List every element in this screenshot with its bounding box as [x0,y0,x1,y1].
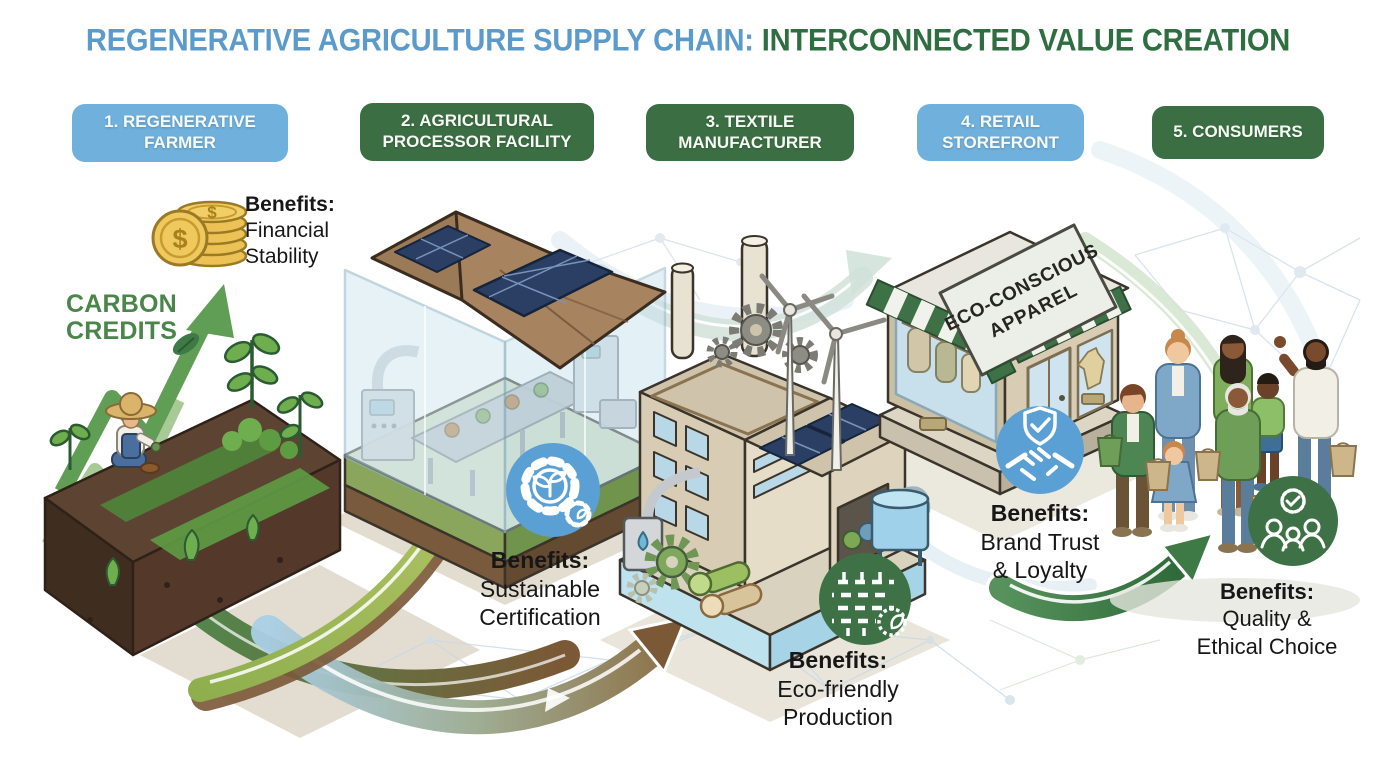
arrowhead-brown [627,615,689,675]
benefit-heading: Benefits: [490,547,590,573]
storefront-sign: ECO-CONSCIOUS APPAREL [938,223,1118,385]
hanging-clothes [907,327,981,431]
farm-scene [43,333,342,657]
carbon-credits-line2: CREDITS [66,317,178,345]
factory-roof-gears [706,303,818,373]
benefit-circle-consumers [1248,476,1338,566]
wind-turbines [759,273,887,471]
benefit-line: Production [783,704,893,731]
benefit-line: & Loyalty [992,557,1088,584]
water-tank [870,486,931,566]
tshirt-display [1077,347,1105,390]
benefit-heading: Benefits: [1219,579,1315,604]
consumers-scene [1096,329,1360,622]
benefit-line: Quality & [1222,606,1312,632]
benefit-line: Certification [479,604,601,631]
benefit-processor: Benefits: Sustainable Certification [425,546,655,632]
solar-panel-large [472,248,614,318]
fabric-rolls [687,561,763,619]
stage-pill-retail: 4. RETAIL STOREFRONT [917,104,1084,161]
arrowhead-pale [846,250,892,296]
benefit-circle-processor [506,443,600,537]
benefit-line: Financial [245,219,330,243]
stage-label: 2. AGRICULTURAL PROCESSOR FACILITY [382,111,572,151]
coin-dollar-front: $ [172,224,187,254]
arrowhead-green [1159,530,1216,586]
stage-pill-processor: 2. AGRICULTURAL PROCESSOR FACILITY [360,103,594,161]
stage-label: 4. RETAIL STOREFRONT [942,111,1059,152]
stage-label: 5. CONSUMERS [1173,122,1303,142]
benefit-line: Sustainable [479,575,601,602]
family-check-icon [1260,488,1326,552]
benefit-line: Eco-friendly [777,675,899,702]
benefit-line: Ethical Choice [1196,633,1338,659]
benefit-retail: Benefits: Brand Trust & Loyalty [925,499,1155,585]
benefit-heading: Benefits: [990,500,1090,526]
storefront-scene: ECO-CONSCIOUS APPAREL [865,223,1132,496]
flow-arc-to-factory [251,615,689,735]
title-part-blue: REGENERATIVE AGRICULTURE SUPPLY CHAIN: [85,23,762,58]
benefit-line: Brand Trust [980,528,1100,555]
carbon-credits-line1: CARBON [66,290,177,318]
benefit-heading: Benefits: [788,647,888,673]
woven-fabric-leaf-icon [832,572,907,637]
flow-arrow-to-consumers [985,530,1216,625]
benefit-circle-manufacturer [819,553,911,645]
gear-leaf-icon [520,456,592,528]
benefit-circle-retail [996,406,1084,494]
benefit-consumers: Benefits: Quality & Ethical Choice [1152,578,1376,660]
carbon-credits-label: CARBON CREDITS [66,291,177,345]
consumer-man-jacket [1111,384,1155,537]
factory-green-gear [626,534,700,604]
benefit-manufacturer: Benefits: Eco-friendly Production [723,646,953,732]
shield-check-handshake-icon [1005,406,1075,481]
consumer-elderly [1215,383,1261,553]
farmer-figure [105,392,162,474]
benefit-line: Stability [245,245,319,269]
title-part-green: INTERCONNECTED VALUE CREATION [761,23,1291,58]
benefit-farmer: Benefits: Financial Stability [245,192,385,270]
page-title: REGENERATIVE AGRICULTURE SUPPLY CHAIN: I… [21,23,1356,58]
network-graph-consumer [989,619,1161,691]
stage-label: 3. TEXTILE MANUFACTURER [678,111,822,152]
stage-label: 1. REGENERATIVE FARMER [104,112,256,152]
stage-pill-farmer: 1. REGENERATIVE FARMER [72,104,288,162]
stage-pill-manufacturer: 3. TEXTILE MANUFACTURER [646,104,854,161]
greenhouse-scene [343,210,667,590]
benefit-heading: Benefits: [245,193,335,216]
coin-stack-icon: $ $ [151,200,248,268]
stage-pill-consumers: 5. CONSUMERS [1152,106,1324,159]
solar-panel-small [394,225,491,273]
coin-dollar-top: $ [207,203,217,222]
